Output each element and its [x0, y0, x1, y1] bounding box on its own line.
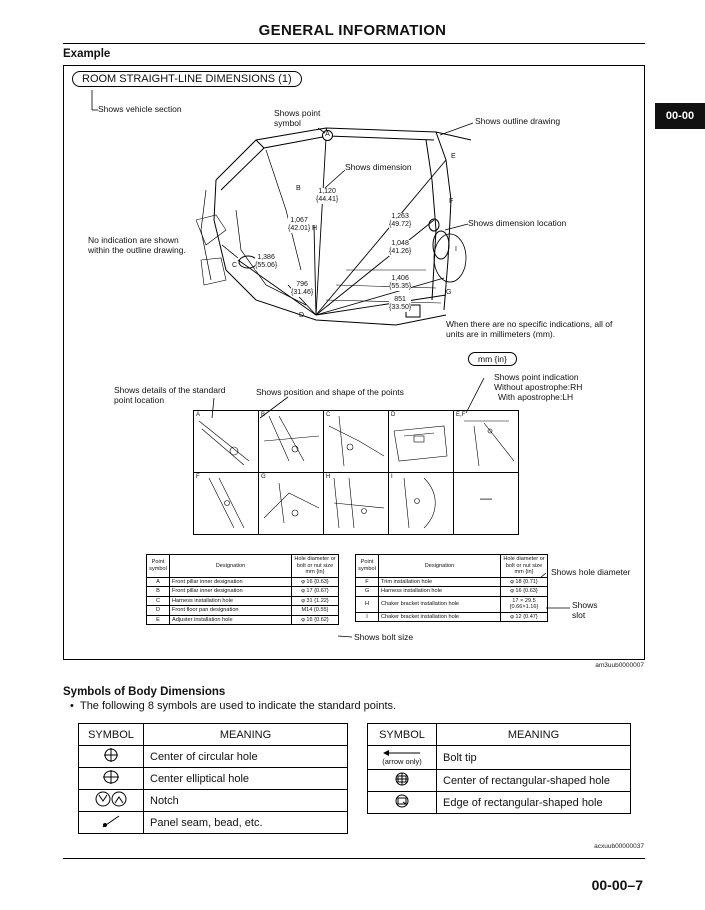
bolt-tip-arrow-icon: (arrow only) — [367, 745, 437, 770]
table-row: (arrow only) Bolt tip — [367, 745, 631, 770]
callout-dimension: Shows dimension — [345, 162, 412, 172]
col-symbol: SYMBOL — [78, 723, 144, 746]
detail-cell: F — [193, 472, 259, 535]
detail-cell: C — [323, 410, 389, 473]
col-point-symbol: Point symbol — [146, 554, 170, 578]
section-tab: 00-00 — [655, 103, 705, 129]
example-label: Example — [63, 48, 111, 60]
callout-units: When there are no specific indications, … — [446, 319, 613, 339]
page-title: GENERAL INFORMATION — [258, 22, 447, 39]
point-table-right: Point symbol Designation Hole diameter o… — [355, 554, 548, 622]
detail-cell: B — [258, 410, 324, 473]
elliptical-hole-icon — [78, 767, 144, 790]
detail-cell: A — [193, 410, 259, 473]
symbols-bullet: • The following 8 symbols are used to in… — [70, 700, 397, 712]
section-title-pill: ROOM STRAIGHT-LINE DIMENSIONS (1) — [72, 71, 302, 87]
detail-cell: E,F — [453, 410, 519, 473]
detail-cell: I — [388, 472, 454, 535]
col-point-symbol: Point symbol — [355, 554, 379, 578]
table-row: Notch — [78, 789, 348, 812]
table-row: Center elliptical hole — [78, 767, 348, 790]
col-designation: Designation — [378, 554, 501, 578]
symbols-table-right: SYMBOL MEANING (arrow only) Bolt tip Cen… — [367, 723, 631, 814]
table-row: Panel seam, bead, etc. — [78, 811, 348, 834]
callout-position-shape: Shows position and shape of the points — [256, 387, 404, 397]
col-meaning: MEANING — [143, 723, 348, 746]
point-marker: G — [446, 289, 452, 296]
point-marker: H — [312, 225, 318, 232]
symbols-heading: Symbols of Body Dimensions — [63, 686, 226, 698]
rectangular-hole-icon — [367, 769, 437, 792]
page-number: 00-00–7 — [591, 877, 643, 893]
table-row: Edge of rectangular-shaped hole — [367, 791, 631, 814]
rectangular-edge-icon — [367, 791, 437, 814]
dimension-label: 1,067{42.01} — [288, 217, 311, 233]
notch-icon — [78, 789, 144, 812]
callout-hole-diameter: Shows hole diameter — [551, 567, 631, 577]
detail-cell: G — [258, 472, 324, 535]
point-marker: C — [232, 262, 238, 269]
reference-code: am3uub0000007 — [595, 662, 644, 669]
point-marker: B — [296, 185, 301, 192]
dimension-label: 1,048{41.26} — [389, 240, 412, 256]
point-marker: D — [299, 312, 305, 319]
table-row: Center of circular hole — [78, 745, 348, 768]
col-symbol: SYMBOL — [367, 723, 437, 746]
point-marker: A — [322, 130, 333, 141]
detail-cell: H — [323, 472, 389, 535]
units-pill: mm {in} — [468, 352, 517, 366]
point-marker: E — [451, 153, 456, 160]
footer-rule — [63, 858, 645, 859]
col-hole-diameter: Hole diameter or bolt or nut size mm {in… — [500, 554, 548, 578]
dimension-label: 796{31.46} — [291, 281, 314, 297]
dimension-label: 1,263{49.72} — [389, 213, 412, 229]
callout-bolt-size: Shows bolt size — [354, 632, 414, 642]
callout-vehicle-section: Shows vehicle section — [98, 104, 182, 114]
callout-outline-drawing: Shows outline drawing — [475, 116, 561, 126]
col-hole-diameter: Hole diameter or bolt or nut size mm {in… — [291, 554, 339, 578]
symbols-table-left: SYMBOL MEANING Center of circular hole C… — [78, 723, 348, 834]
reference-code: acxuub00000037 — [594, 843, 644, 850]
point-marker: F — [449, 198, 454, 205]
dimension-label: 1,406{55.35} — [389, 275, 412, 291]
dimension-label: 1,120{44.41} — [316, 188, 339, 204]
col-designation: Designation — [169, 554, 292, 578]
point-marker: I — [455, 246, 457, 253]
callout-dimension-location: Shows dimension location — [468, 218, 567, 228]
detail-grid: A B C D E,F F G H I — — [193, 410, 519, 535]
point-table-left: Point symbol Designation Hole diameter o… — [146, 554, 339, 625]
dimension-label: 851{33.50} — [389, 296, 412, 312]
detail-cell: D — [388, 410, 454, 473]
header-rule — [63, 43, 645, 44]
col-meaning: MEANING — [436, 723, 631, 746]
table-row: Center of rectangular-shaped hole — [367, 769, 631, 792]
detail-cell-empty: — — [453, 472, 519, 535]
panel-seam-icon — [78, 811, 144, 834]
example-panel — [63, 65, 645, 660]
dimension-label: 1,386{55.06} — [255, 254, 278, 270]
circular-hole-icon — [78, 745, 144, 768]
vehicle-outline-drawing — [196, 127, 472, 326]
